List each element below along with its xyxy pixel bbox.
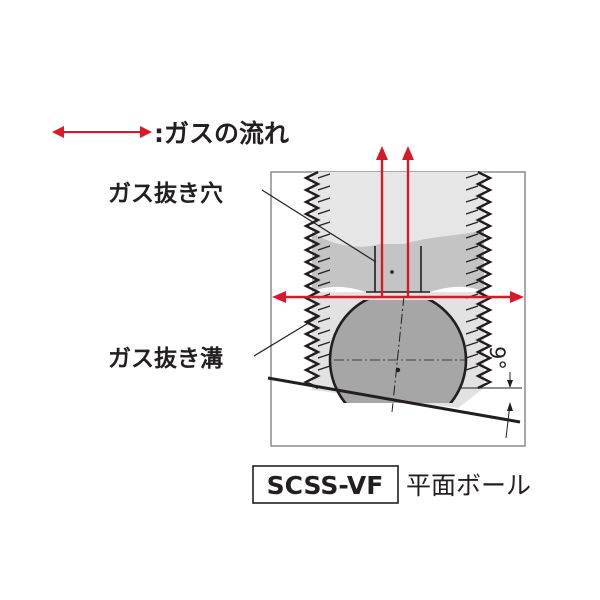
thread-hatch-left bbox=[317, 221, 331, 227]
thread-hatch-right bbox=[465, 341, 479, 347]
angle-arrowhead-upper bbox=[507, 380, 513, 388]
thread-hatch-right bbox=[465, 269, 479, 275]
vent-hole bbox=[374, 246, 422, 292]
thread-hatch-right bbox=[465, 317, 479, 323]
ball bbox=[328, 295, 468, 413]
thread-hatch-right bbox=[465, 365, 479, 371]
legend-arrowhead-right bbox=[140, 126, 152, 138]
thread-hatching bbox=[317, 173, 479, 371]
thread-hatch-left bbox=[317, 329, 331, 335]
thread-hatch-left bbox=[317, 233, 331, 239]
screw-inner-section bbox=[312, 230, 484, 292]
ball-center-dot bbox=[395, 367, 401, 373]
thread-hatch-left bbox=[317, 365, 331, 371]
model-label: SCSS-VF bbox=[267, 471, 384, 500]
angle-indicator: 9° bbox=[460, 346, 522, 439]
description-label: 平面ボール bbox=[406, 471, 531, 500]
thread-hatch-right bbox=[465, 233, 479, 239]
thread-hatch-right bbox=[465, 281, 479, 287]
thread-hatch-right bbox=[465, 173, 479, 179]
vent-hole-leader bbox=[261, 189, 377, 263]
thread-hatch-left bbox=[317, 317, 331, 323]
thread-hatch-right bbox=[465, 185, 479, 191]
flow-arrowhead-left bbox=[272, 291, 286, 303]
thread-hatch-left bbox=[317, 185, 331, 191]
thread-hatch-left bbox=[317, 257, 331, 263]
vent-groove-label: ガス抜き溝 bbox=[108, 345, 223, 372]
contact-surface-line bbox=[267, 376, 521, 424]
thread-hatch-right bbox=[465, 353, 479, 359]
vent-hole-label: ガス抜き穴 bbox=[108, 180, 223, 207]
vent-hole-callout: ガス抜き穴 bbox=[108, 180, 377, 263]
thread-hatch-right bbox=[465, 305, 479, 311]
thread-hatch-left bbox=[317, 281, 331, 287]
legend: :ガスの流れ bbox=[52, 119, 289, 148]
thread-hatch-right bbox=[465, 257, 479, 263]
thread-hatch-left bbox=[317, 209, 331, 215]
ball-center-line bbox=[391, 295, 405, 413]
right-thread-profile bbox=[475, 170, 493, 390]
vent-hole-dot bbox=[390, 270, 394, 274]
thread-hatch-right bbox=[465, 209, 479, 215]
thread-hatch-right bbox=[465, 329, 479, 335]
legend-arrowhead-left bbox=[52, 126, 64, 138]
legend-flow-label: :ガスの流れ bbox=[154, 119, 289, 148]
thread-hatch-left bbox=[317, 353, 331, 359]
thread-hatch-left bbox=[317, 269, 331, 275]
thread-hatch-right bbox=[465, 197, 479, 203]
model-box bbox=[252, 465, 399, 504]
thread-hatch-left bbox=[317, 245, 331, 251]
angle-arrowhead-lower bbox=[507, 402, 513, 411]
flow-arrowhead-up-right bbox=[402, 146, 414, 160]
gas-flow-arrows bbox=[272, 146, 524, 303]
angle-label: 9° bbox=[485, 346, 509, 370]
left-thread-profile bbox=[303, 170, 321, 390]
caption: SCSS-VF 平面ボール bbox=[252, 465, 531, 504]
flow-arrowhead-right bbox=[510, 291, 524, 303]
flow-arrowhead-up-left bbox=[376, 146, 388, 160]
thread-hatch-right bbox=[465, 245, 479, 251]
thread-hatch-left bbox=[317, 197, 331, 203]
thread-hatch-left bbox=[317, 305, 331, 311]
thread-hatch-left bbox=[317, 173, 331, 179]
vent-groove-callout: ガス抜き溝 bbox=[108, 315, 321, 372]
thread-hatch-left bbox=[317, 341, 331, 347]
vent-groove-leader bbox=[253, 315, 321, 357]
thread-hatch-right bbox=[465, 221, 479, 227]
